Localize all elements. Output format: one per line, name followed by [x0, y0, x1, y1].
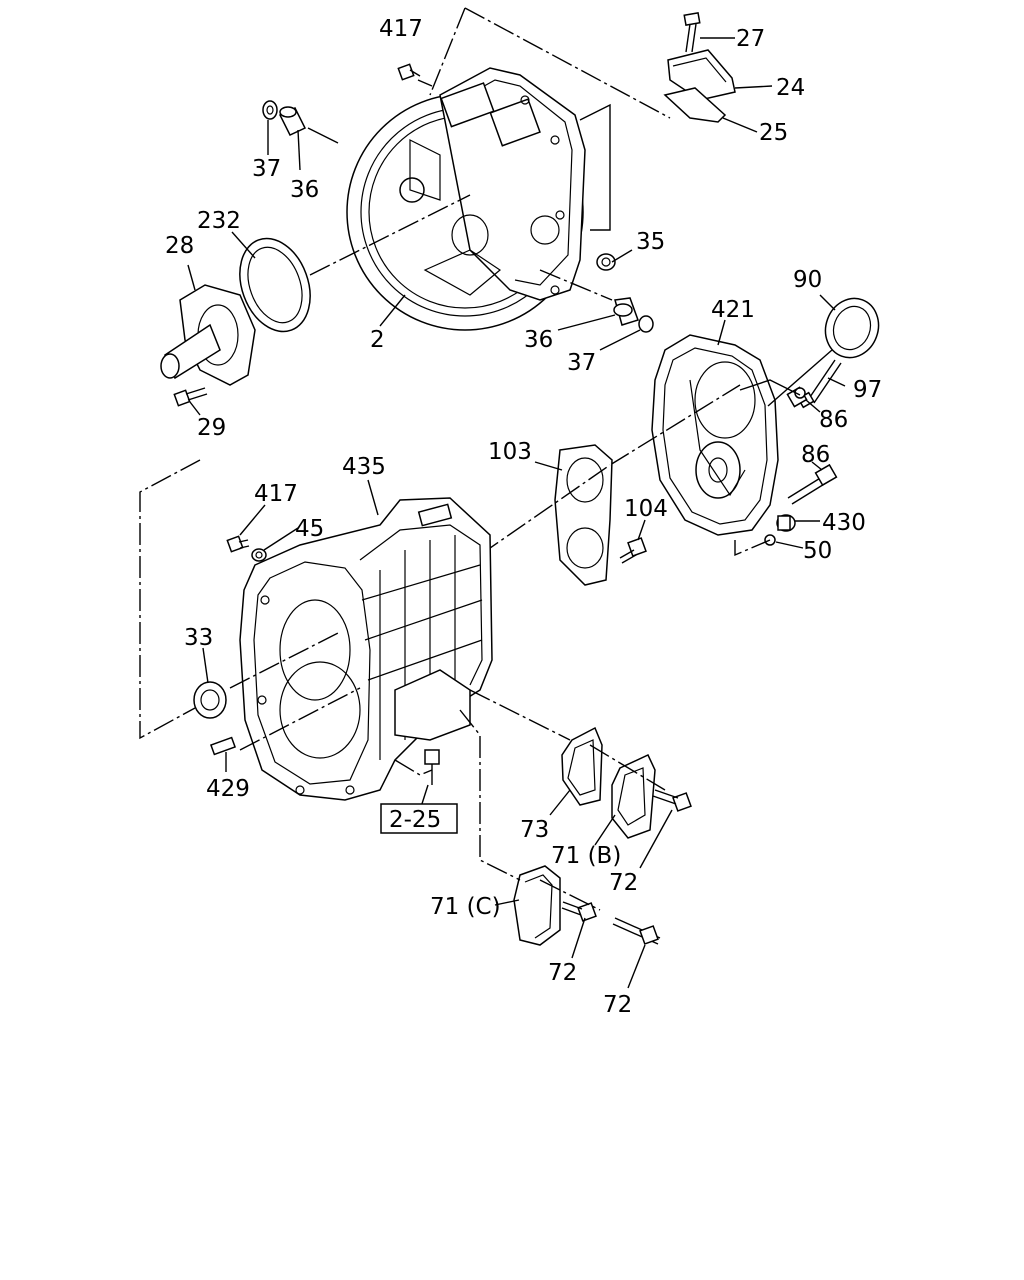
label-36-top: 36	[290, 177, 319, 203]
clutch-housing	[346, 67, 586, 331]
bushing-right	[613, 297, 654, 333]
ref-2-25-text[interactable]: 2-25	[389, 807, 441, 833]
drain-bolt	[424, 749, 440, 785]
label-36-right: 36	[524, 327, 553, 353]
bolt-417-upper	[397, 63, 421, 81]
label-24: 24	[776, 75, 805, 101]
bolt-417-lower	[226, 535, 250, 553]
rear-cover-421	[651, 334, 779, 536]
label-71b: 71 (B)	[551, 843, 621, 869]
label-421: 421	[711, 297, 755, 323]
label-50: 50	[803, 538, 832, 564]
cover-plate-103	[554, 444, 613, 586]
bolt-72-lower	[612, 917, 661, 945]
label-45: 45	[295, 516, 324, 542]
label-103: 103	[488, 439, 532, 465]
label-27: 27	[736, 26, 765, 52]
label-430: 430	[822, 510, 866, 536]
gasket-73	[561, 726, 603, 806]
label-232: 232	[197, 208, 241, 234]
label-97: 97	[853, 377, 882, 403]
label-2: 2	[370, 327, 385, 353]
label-25: 25	[759, 120, 788, 146]
plug-430	[776, 514, 796, 532]
bolt-104	[619, 537, 647, 564]
nut-35	[596, 253, 616, 271]
oil-seal-33	[193, 681, 227, 719]
label-90: 90	[793, 267, 822, 293]
gasket-232	[239, 237, 311, 333]
cover-71b	[611, 754, 656, 839]
bushing-top-left	[262, 100, 307, 136]
label-417-lower: 417	[254, 481, 298, 507]
label-37-top: 37	[252, 156, 281, 182]
label-429: 429	[206, 776, 250, 802]
bolt-72-upper	[652, 789, 692, 812]
label-72-lower: 72	[603, 992, 632, 1018]
label-72-upper: 72	[609, 870, 638, 896]
pin-429	[209, 736, 237, 756]
bolt-29	[173, 387, 208, 407]
transmission-case-435	[239, 497, 493, 801]
ref-box-2-25[interactable]	[380, 803, 458, 834]
label-417-top: 417	[379, 16, 423, 42]
bearing-retainer-28	[160, 284, 256, 386]
bolt-72-middle	[561, 901, 597, 922]
label-73: 73	[520, 817, 549, 843]
label-71c: 71 (C)	[430, 894, 501, 920]
label-86-lower: 86	[801, 442, 830, 468]
inspection-cover	[663, 11, 736, 123]
label-28: 28	[165, 233, 194, 259]
label-72-middle: 72	[548, 960, 577, 986]
label-435: 435	[342, 454, 386, 480]
cover-71c	[513, 865, 561, 946]
label-29: 29	[197, 415, 226, 441]
bolt-86-lower	[787, 463, 838, 505]
bolt-86-upper	[786, 386, 808, 408]
label-86-upper: 86	[819, 407, 848, 433]
label-37-right: 37	[567, 350, 596, 376]
label-35: 35	[636, 229, 665, 255]
oil-seal-90	[824, 297, 880, 359]
label-33: 33	[184, 625, 213, 651]
washer-45	[251, 548, 267, 562]
label-104: 104	[624, 496, 668, 522]
